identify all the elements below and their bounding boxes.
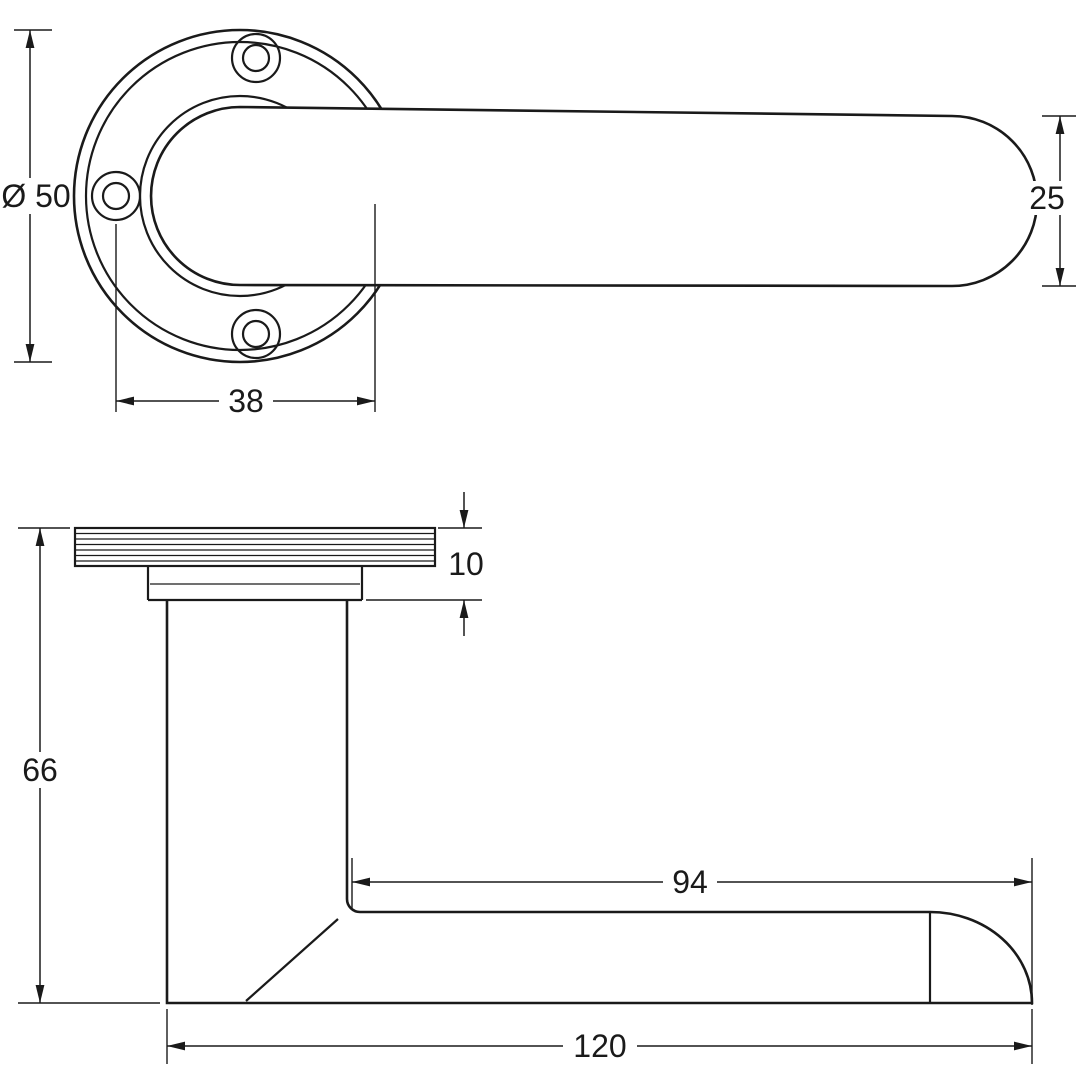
side-view: 10 66 94 120 [14,492,1034,1064]
dim-rose-thickness-label: 10 [448,546,484,582]
dim-lever-length-label: 94 [672,864,708,900]
dim-label-bg [219,384,273,418]
dim-overall-height: 66 [14,527,160,1004]
dim-label-bg [563,1029,637,1063]
dim-rose-diameter: Ø 50 [1,29,71,363]
dim-label-bg [14,752,66,788]
dim-label-bg [444,547,488,581]
rose-collar-profile [146,566,364,602]
dim-lever-length: 94 [351,858,1033,1005]
dim-hole-spacing-label: 38 [228,383,264,419]
screw-hole-bottom [230,308,282,360]
screw-hole-left [90,170,142,222]
lever-outline [149,105,1039,288]
dim-label-bg [663,865,717,899]
dim-lever-width: 25 [1021,115,1076,287]
bend-edge-line [245,918,339,1002]
screw-hole-top [230,32,282,84]
handle-profile [165,600,1034,1005]
dim-overall-height-label: 66 [22,752,58,788]
dim-rose-diameter-label: Ø 50 [1,178,70,214]
dim-label-bg [1021,181,1073,215]
rose-plate-grooves [76,532,434,562]
rose-plate-profile [73,526,437,568]
dim-rose-thickness: 10 [366,492,488,636]
dim-overall-length: 120 [166,1009,1033,1064]
dim-overall-length-label: 120 [573,1028,626,1064]
dim-lever-width-label: 25 [1029,180,1065,216]
dim-label-bg [4,178,68,214]
front-view: Ø 50 38 25 [1,28,1076,419]
dim-hole-spacing: 38 [115,204,376,419]
